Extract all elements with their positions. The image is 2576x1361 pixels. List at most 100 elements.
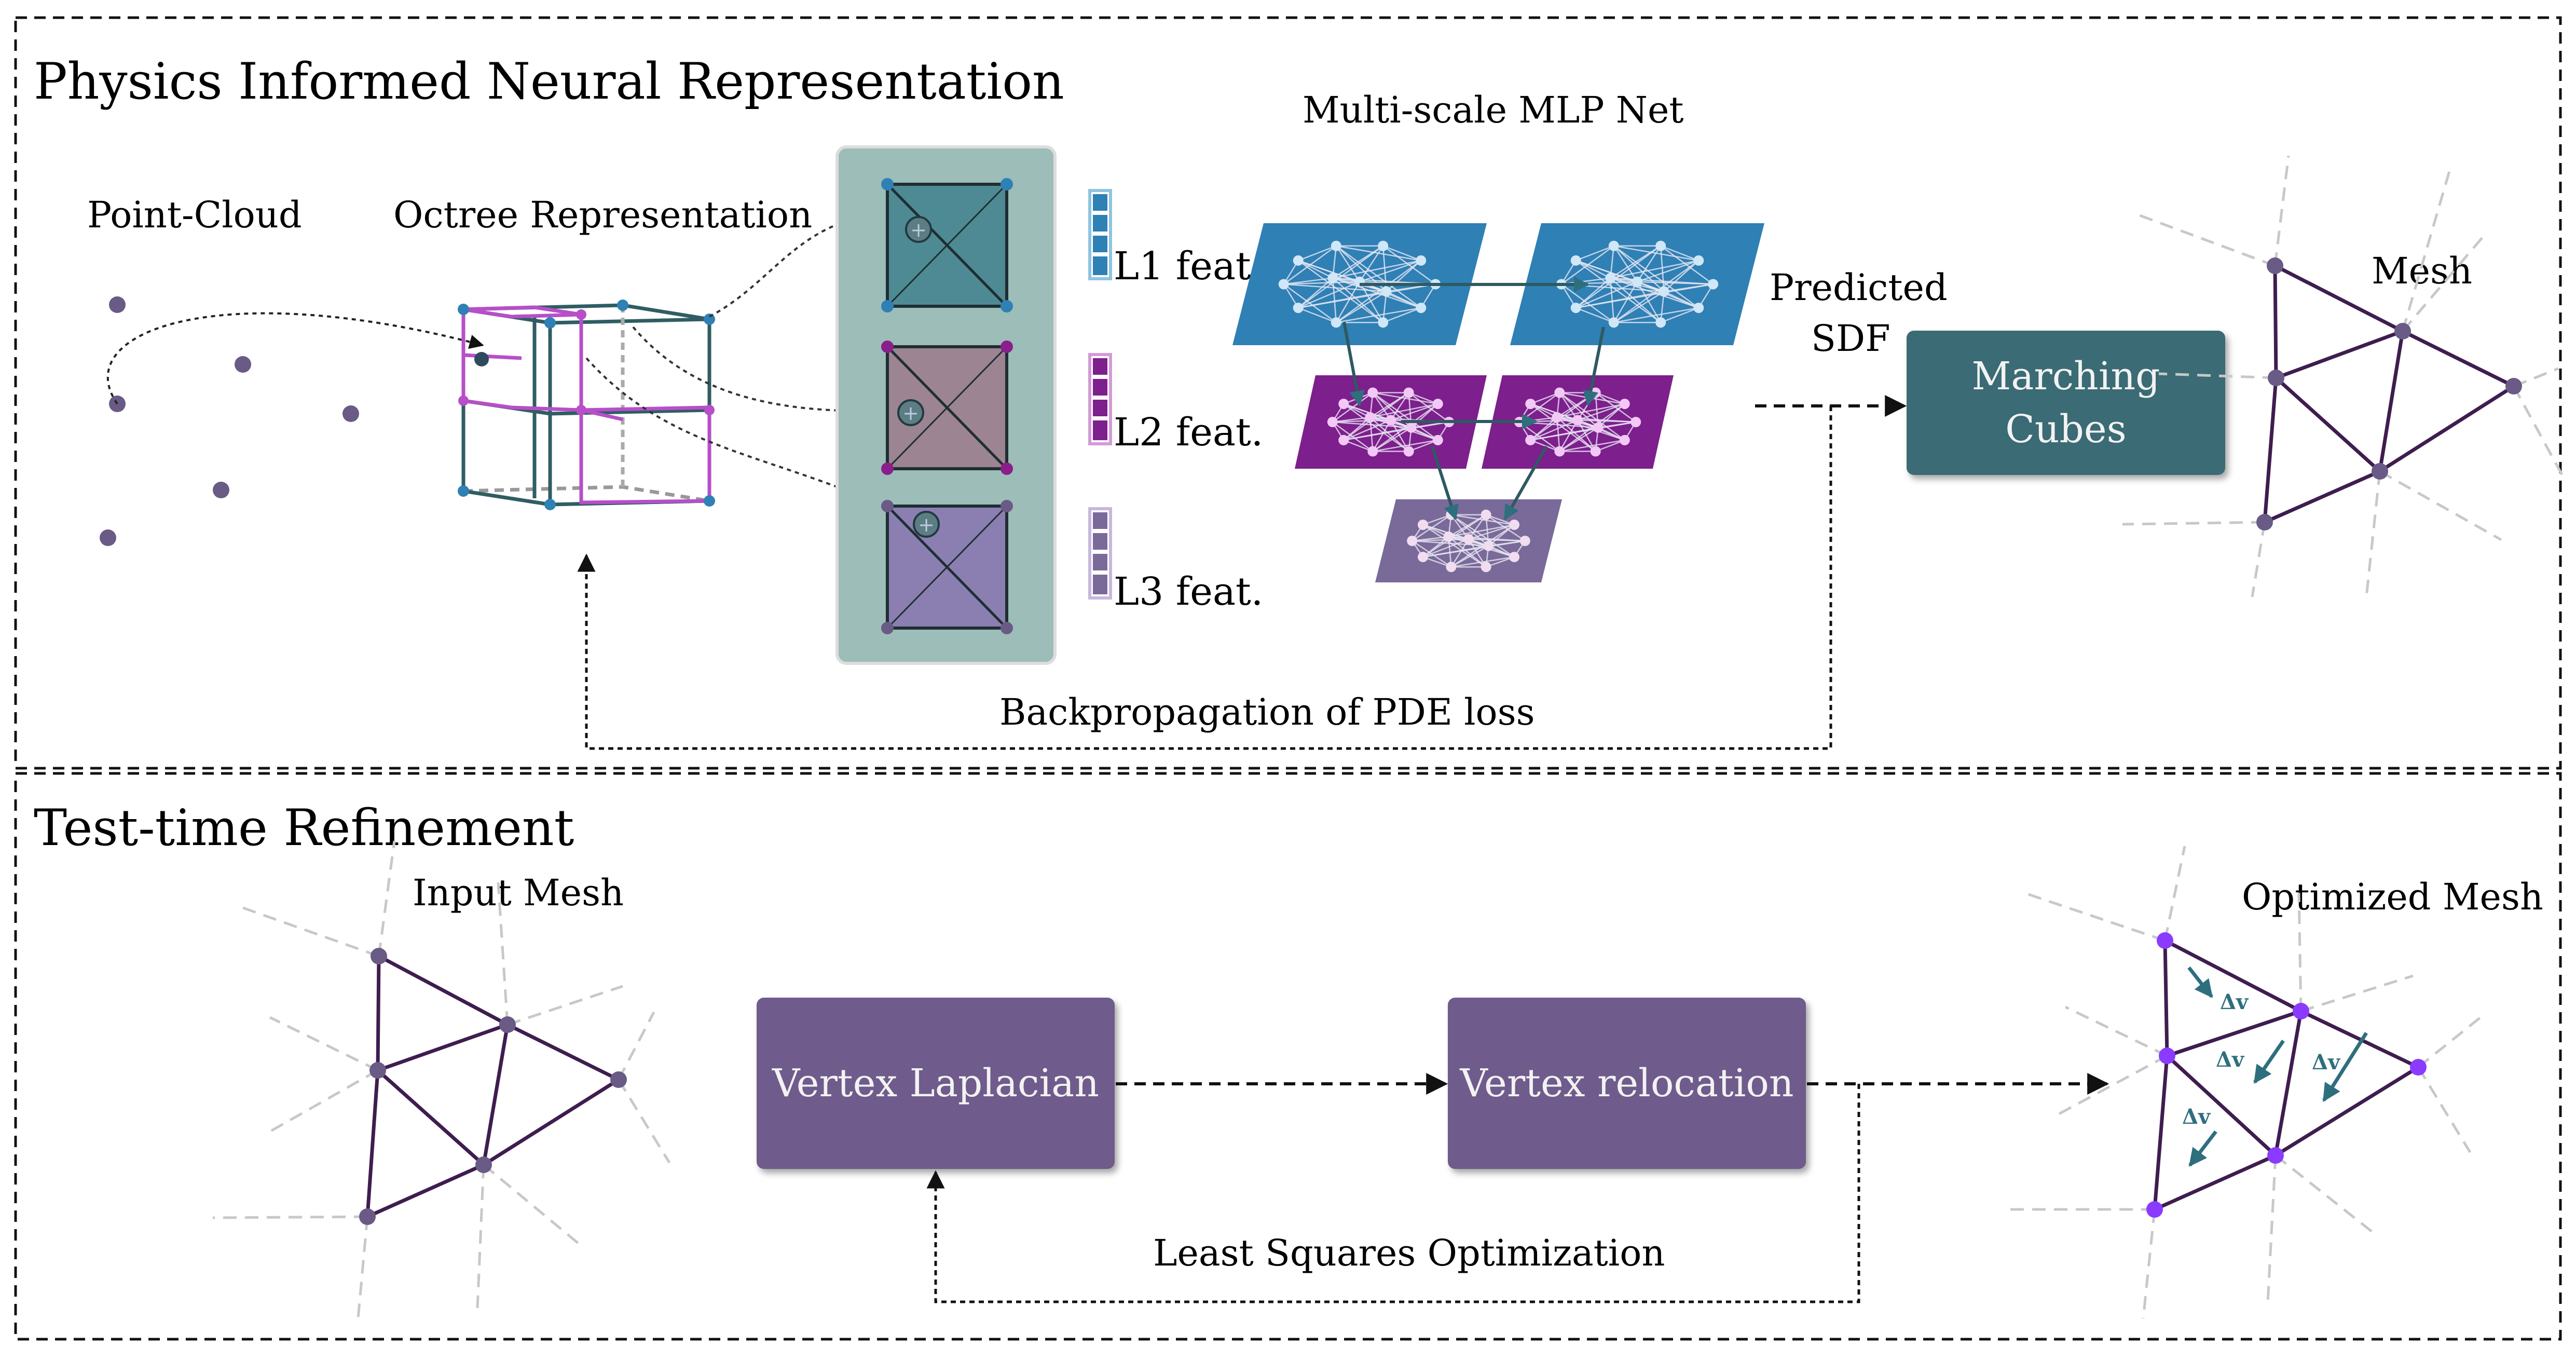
mesh-guide-line xyxy=(2266,1155,2277,1303)
mesh-edge xyxy=(377,1023,509,1072)
l1-feature-vector xyxy=(1088,189,1112,280)
l2-feature-label: L2 feat. xyxy=(1114,410,1263,455)
sdf-label: SDF xyxy=(1811,317,1890,360)
point xyxy=(235,356,251,373)
mesh-guide-line xyxy=(2158,372,2277,379)
mesh-edge xyxy=(2379,385,2515,473)
least-squares-loop xyxy=(926,1084,1860,1303)
mesh-guide-line xyxy=(2297,892,2303,1012)
mesh-edge xyxy=(483,1078,620,1166)
top-panel-frame xyxy=(14,16,2562,770)
displacement-arrow xyxy=(2253,1040,2285,1084)
vertex-laplacian-box: Vertex Laplacian xyxy=(757,998,1115,1169)
l3-feature-vector xyxy=(1088,507,1112,600)
mesh-vertex xyxy=(2146,1201,2163,1218)
bottom-panel-title: Test-time Refinement xyxy=(34,799,574,857)
displacement-arrow xyxy=(2322,1032,2368,1102)
bottom-panel-frame xyxy=(14,772,2562,1341)
point xyxy=(109,296,126,313)
mesh-edge xyxy=(2154,1153,2277,1212)
octree xyxy=(458,300,715,510)
mesh-edge xyxy=(482,1024,510,1165)
mesh-guide-line xyxy=(2054,1054,2168,1118)
backprop-label: Backpropagation of PDE loss xyxy=(999,691,1535,733)
mesh-edge xyxy=(2166,1009,2302,1058)
mlp-label: Multi-scale MLP Net xyxy=(1303,89,1684,131)
point-cloud-label: Point-Cloud xyxy=(87,194,302,236)
input-mesh xyxy=(212,840,671,1319)
mesh-guide-line xyxy=(238,905,379,958)
delta-label: Δv xyxy=(2312,1050,2341,1074)
delta-label: Δv xyxy=(2216,1047,2245,1072)
mesh-edge xyxy=(2166,1054,2277,1157)
point xyxy=(100,529,116,546)
mesh-edge xyxy=(365,1070,380,1217)
mesh-edge xyxy=(2274,1066,2419,1157)
vertex-laplacian-label: Vertex Laplacian xyxy=(772,1061,1099,1106)
mesh-label: Mesh xyxy=(2372,250,2472,292)
mesh-edge xyxy=(376,956,381,1071)
mesh-guide-line xyxy=(497,882,509,1025)
mesh-guide-line xyxy=(2417,1016,2482,1068)
mesh-guide-line xyxy=(2417,1066,2472,1153)
multi-scale-mlp xyxy=(1232,223,1764,582)
marching-cubes-line2: Cubes xyxy=(2005,407,2126,452)
mesh-guide-line xyxy=(2251,522,2266,597)
mlp-connection xyxy=(1431,446,1459,521)
mesh-vertex xyxy=(2410,1059,2427,1076)
l1-feature-label: L1 feat. xyxy=(1114,244,1263,289)
mesh-edge xyxy=(2274,376,2381,473)
displacement-arrow xyxy=(2188,1130,2217,1167)
displacement-arrow xyxy=(2187,966,2213,998)
vertex-relocation-label: Vertex relocation xyxy=(1459,1061,1793,1106)
mesh-edge xyxy=(2378,331,2405,472)
delta-label: Δv xyxy=(2182,1105,2211,1129)
mesh-guide-line xyxy=(377,840,396,957)
mesh-vertex xyxy=(475,1156,492,1173)
feature-interpolation-panel: + + + xyxy=(835,145,1057,665)
output-mesh xyxy=(2122,155,2565,597)
mesh-guide-line xyxy=(2401,171,2451,332)
svg-text:+: + xyxy=(918,513,935,536)
mesh-guide-line xyxy=(2274,1154,2378,1236)
mesh-guide-line xyxy=(2379,470,2502,541)
mesh-edge xyxy=(2263,377,2278,523)
mesh-vertex xyxy=(2505,378,2522,394)
mesh-edge xyxy=(2273,1011,2303,1156)
mesh-vertex xyxy=(2268,370,2284,386)
mesh-guide-line xyxy=(483,1164,582,1247)
svg-text:+: + xyxy=(910,219,927,241)
mlp-connection xyxy=(1583,326,1605,406)
mesh-vertex xyxy=(2157,932,2173,949)
mesh-guide-line xyxy=(617,1011,655,1081)
mesh-edge xyxy=(366,1163,485,1219)
mesh-edge xyxy=(2153,1055,2169,1210)
mesh-edge xyxy=(378,954,509,1027)
mesh-vertex xyxy=(2267,257,2283,274)
octree-label: Octree Representation xyxy=(393,194,812,236)
mesh-vertex xyxy=(499,1016,516,1033)
mesh-guide-line xyxy=(617,1079,671,1164)
mesh-guide-line xyxy=(2163,846,2186,941)
mesh-guide-line xyxy=(2132,211,2276,267)
mesh-vertex xyxy=(2267,1147,2284,1164)
mesh-guide-line xyxy=(357,1216,369,1319)
marching-cubes-line1: Marching xyxy=(1971,354,2160,399)
predicted-label: Predicted xyxy=(1770,266,1948,309)
mlp-layer-plane xyxy=(1295,375,1487,469)
least-squares-label: Least Squares Optimization xyxy=(1153,1232,1665,1274)
mesh-guide-line xyxy=(269,1016,379,1072)
optimized-mesh xyxy=(2008,846,2482,1319)
displacement-labels: Δv Δv Δv Δv xyxy=(2182,990,2341,1129)
mesh-edge xyxy=(2163,940,2169,1056)
mesh-vertex xyxy=(371,948,387,964)
mesh-edge xyxy=(2275,329,2404,380)
point xyxy=(213,482,229,498)
delta-label: Δv xyxy=(2220,990,2249,1014)
mesh-guide-line xyxy=(2365,471,2381,597)
backprop-loop xyxy=(577,406,1832,750)
mesh-guide-line xyxy=(2300,974,2414,1013)
mesh-edge xyxy=(376,1069,485,1166)
l2-feature-vector xyxy=(1088,353,1112,445)
mesh-vertex xyxy=(2256,514,2273,530)
